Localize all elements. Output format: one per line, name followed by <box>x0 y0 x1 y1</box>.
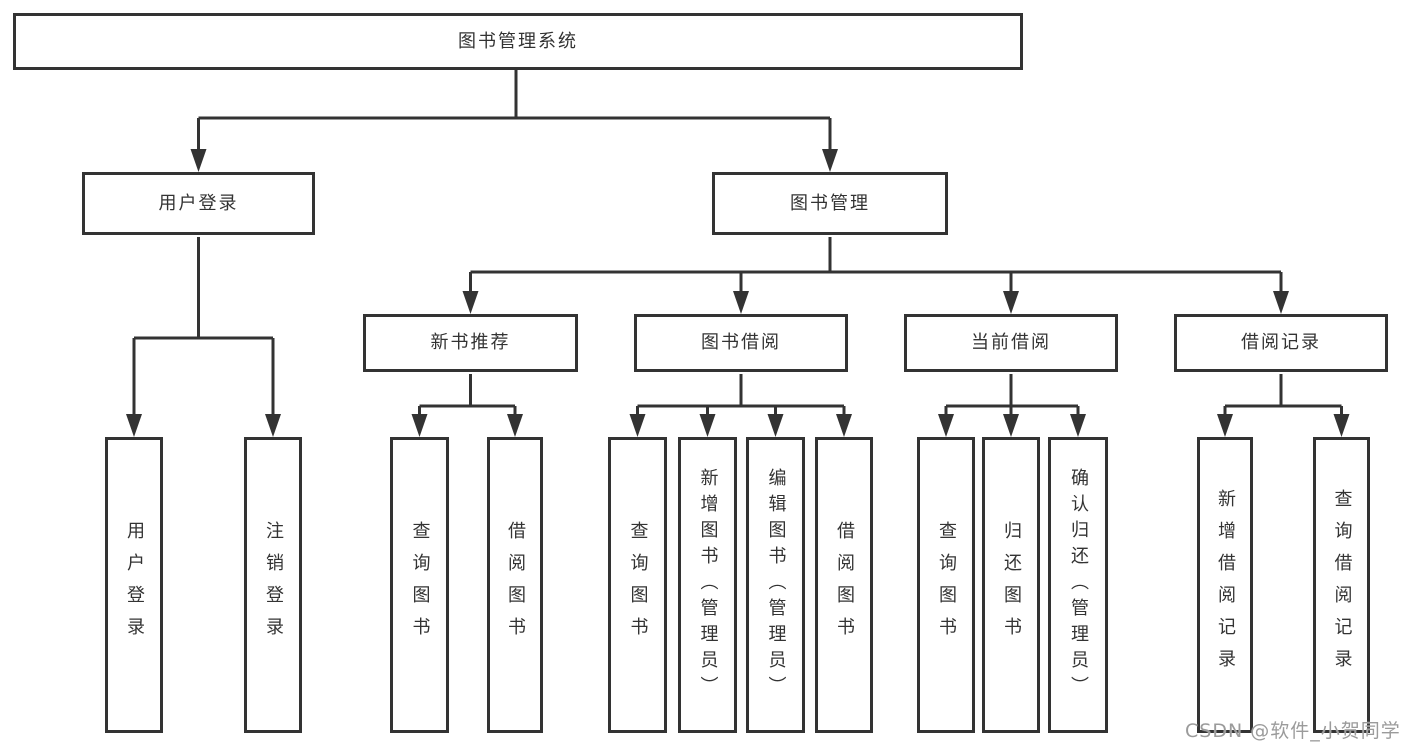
leaf-label: 借阅图书 <box>834 521 855 649</box>
leaf-label: 确认归还（管理员） <box>1068 468 1089 702</box>
arrow-icon <box>265 414 281 437</box>
leaf-label: 借阅图书 <box>505 521 526 649</box>
arrow-icon <box>462 291 479 314</box>
leaf-label: 编辑图书（管理员） <box>765 468 787 702</box>
arrow-icon <box>938 414 954 437</box>
arrow-icon <box>1217 414 1233 437</box>
arrow-icon <box>1333 414 1350 437</box>
arrow-icon <box>1070 414 1086 437</box>
leaf-add-books-admin: 新增图书（管理员） <box>678 437 737 733</box>
leaf-query-books: 查询图书 <box>390 437 449 733</box>
node-new-book-recommend: 新书推荐 <box>363 314 578 372</box>
leaf-label: 注销登录 <box>263 521 284 649</box>
leaf-logout: 注销登录 <box>244 437 302 733</box>
arrow-icon <box>767 414 784 437</box>
node-borrow-records: 借阅记录 <box>1174 314 1388 372</box>
leaf-label: 用户登录 <box>124 521 145 649</box>
leaf-confirm-return-admin: 确认归还（管理员） <box>1048 437 1108 733</box>
node-library-management-system: 图书管理系统 <box>13 13 1023 70</box>
arrow-icon <box>190 149 207 172</box>
arrow-icon <box>822 149 838 172</box>
arrow-icon <box>733 291 749 314</box>
leaf-label: 查询借阅记录 <box>1331 489 1353 681</box>
leaf-label: 查询图书 <box>409 521 431 649</box>
arrowheads <box>126 149 1350 437</box>
leaf-query-books: 查询图书 <box>917 437 975 733</box>
arrow-icon <box>629 414 646 437</box>
arrow-icon <box>1003 291 1019 314</box>
watermark: CSDN @软件_小贺同学 <box>1185 720 1401 742</box>
leaf-label: 归还图书 <box>1001 521 1022 649</box>
leaf-query-borrow-record: 查询借阅记录 <box>1313 437 1370 733</box>
leaf-add-borrow-record: 新增借阅记录 <box>1197 437 1253 733</box>
leaf-label: 查询图书 <box>627 521 649 649</box>
leaf-borrow-books: 借阅图书 <box>487 437 543 733</box>
leaf-return-books: 归还图书 <box>982 437 1040 733</box>
leaf-edit-books-admin: 编辑图书（管理员） <box>746 437 805 733</box>
node-book-management: 图书管理 <box>712 172 948 235</box>
node-user-login: 用户登录 <box>82 172 315 235</box>
node-current-borrow: 当前借阅 <box>904 314 1118 372</box>
arrow-icon <box>699 414 716 437</box>
leaf-label: 查询图书 <box>936 521 957 649</box>
node-book-borrow: 图书借阅 <box>634 314 848 372</box>
arrow-icon <box>1273 291 1289 314</box>
leaf-borrow-books: 借阅图书 <box>815 437 873 733</box>
arrow-icon <box>411 414 428 437</box>
arrow-icon <box>507 414 523 437</box>
arrow-icon <box>1003 414 1019 437</box>
leaf-label: 新增图书（管理员） <box>697 468 719 702</box>
tree-edges <box>132 70 1343 418</box>
arrow-icon <box>126 414 142 437</box>
leaf-user-login: 用户登录 <box>105 437 163 733</box>
leaf-label: 新增借阅记录 <box>1215 489 1236 681</box>
arrow-icon <box>836 414 852 437</box>
leaf-query-books: 查询图书 <box>608 437 667 733</box>
